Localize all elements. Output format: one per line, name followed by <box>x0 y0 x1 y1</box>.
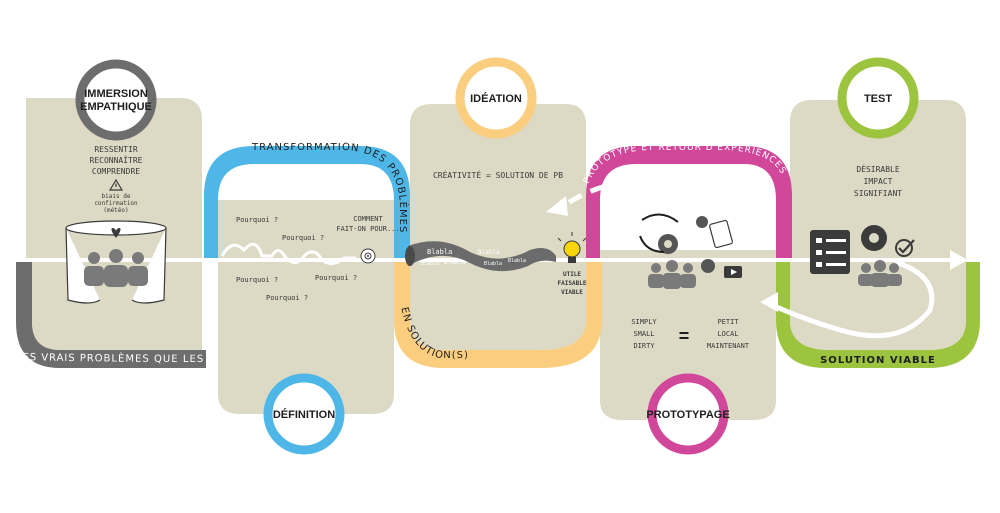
result-faisable: FAISABLE <box>558 280 587 287</box>
ideation-panel-lower <box>410 262 586 350</box>
panel-ideation <box>410 104 586 262</box>
tablet-icon <box>709 219 733 249</box>
feedback-dashed-arrow <box>563 175 764 237</box>
blabla-4: Blabla <box>478 249 500 256</box>
gray-band <box>16 262 206 368</box>
stage-title-immersion-line2: EMPATHIQUE <box>80 101 152 113</box>
test-line-3: SIGNIFIANT <box>854 189 902 198</box>
team-icon <box>648 260 696 289</box>
cycle-arrows-icon <box>639 213 679 253</box>
creativity-line: CRÉATIVITÉ = SOLUTION DE PB <box>433 169 563 180</box>
pourquoi-3: Pourquoi ? <box>315 274 357 282</box>
heart-icon <box>111 228 121 238</box>
proto-right-2: LOCAL <box>717 330 738 338</box>
users-icon <box>858 260 902 287</box>
pourquoi-4: Pourquoi ? <box>236 276 278 284</box>
stage-title-immersion: IMMERSION <box>84 88 148 100</box>
result-viable: VIABLE <box>561 289 583 296</box>
panel-test <box>790 100 966 262</box>
warning-triangle-icon <box>108 178 124 191</box>
panel-prototypage <box>600 250 776 420</box>
blabla-2: Blabla <box>421 261 439 267</box>
immersion-line-1: RESSENTIR <box>94 145 138 154</box>
bias-line-2: confirmation <box>94 200 138 207</box>
gear-icon <box>619 215 715 273</box>
magenta-band <box>586 146 792 262</box>
blabla-5: Blabla <box>484 261 502 267</box>
empathy-booth-icon <box>65 220 167 304</box>
proto-equals: = <box>679 326 690 346</box>
definition-content: Pourquoi ? Pourquoi ? Pourquoi ? Pourquo… <box>220 215 400 302</box>
tangled-path-icon <box>220 242 356 265</box>
proto-left-2: SMALL <box>633 330 654 338</box>
proto-left-1: SIMPLY <box>631 318 657 326</box>
green-band <box>776 262 980 368</box>
prototypage-content: SIMPLY SMALL DIRTY = PETIT LOCAL MAINTEN… <box>619 213 750 350</box>
result-utile: UTILE <box>563 271 581 278</box>
ring-test: TEST <box>837 57 919 139</box>
dashed-arrow-head-icon <box>546 196 568 216</box>
stage-title-ideation: IDÉATION <box>470 92 522 105</box>
ring-prototypage: PROTOTYPAGE <box>646 373 730 455</box>
proto-left-3: DIRTY <box>633 342 655 350</box>
pourquoi-5: Pourquoi ? <box>266 294 308 302</box>
ring-immersion: IMMERSION EMPATHIQUE <box>75 59 157 141</box>
gear-icon-test <box>861 225 887 251</box>
test-line-2: IMPACT <box>864 177 893 186</box>
target-icon <box>360 248 376 264</box>
pourquoi-2: Pourquoi ? <box>282 234 324 242</box>
bias-line-1: biais de <box>102 193 131 200</box>
comment-line-2: FAIT-ON POUR... <box>336 225 399 233</box>
blue-band <box>204 146 410 262</box>
immersion-line-3: COMPRENDRE <box>92 167 140 176</box>
ring-ideation: IDÉATION <box>455 57 537 139</box>
panel-immersion <box>26 98 202 262</box>
stage-title-prototypage: PROTOTYPAGE <box>646 409 729 421</box>
ideation-content: CRÉATIVITÉ = SOLUTION DE PB Blabla Blabl… <box>405 169 587 296</box>
proto-right-1: PETIT <box>717 318 739 326</box>
ideas-funnel-icon <box>405 241 556 272</box>
test-line-1: DÉSIRABLE <box>856 163 900 174</box>
pourquoi-1: Pourquoi ? <box>236 216 278 224</box>
comment-line-1: COMMENT <box>353 215 383 223</box>
blabla-3: Blabla <box>444 259 466 266</box>
immersion-content: RESSENTIR RECONNAÎTRE COMPRENDRE biais d… <box>65 145 167 304</box>
test-content: DÉSIRABLE IMPACT SIGNIFIANT <box>810 163 915 287</box>
proto-right-3: MAINTENANT <box>707 342 750 350</box>
lightbulb-icon <box>557 232 587 263</box>
orange-band <box>394 262 602 368</box>
test-loop-arrow <box>768 259 935 339</box>
stage-title-definition: DÉFINITION <box>273 408 335 421</box>
ring-definition: DÉFINITION <box>263 373 345 455</box>
stage-title-test: TEST <box>864 93 892 105</box>
loop-arrow-head-icon <box>760 292 778 312</box>
immersion-line-2: RECONNAÎTRE <box>90 154 143 165</box>
banner-green: SOLUTION VIABLE <box>820 355 936 366</box>
arrow-head-icon <box>950 250 968 270</box>
blabla-6: Blabla <box>508 258 526 264</box>
blabla-1: Blabla <box>427 248 452 256</box>
check-circle-icon <box>895 239 915 257</box>
checklist-icon <box>810 230 850 274</box>
bias-line-3: (météo) <box>103 207 128 214</box>
video-play-icon <box>724 266 742 278</box>
